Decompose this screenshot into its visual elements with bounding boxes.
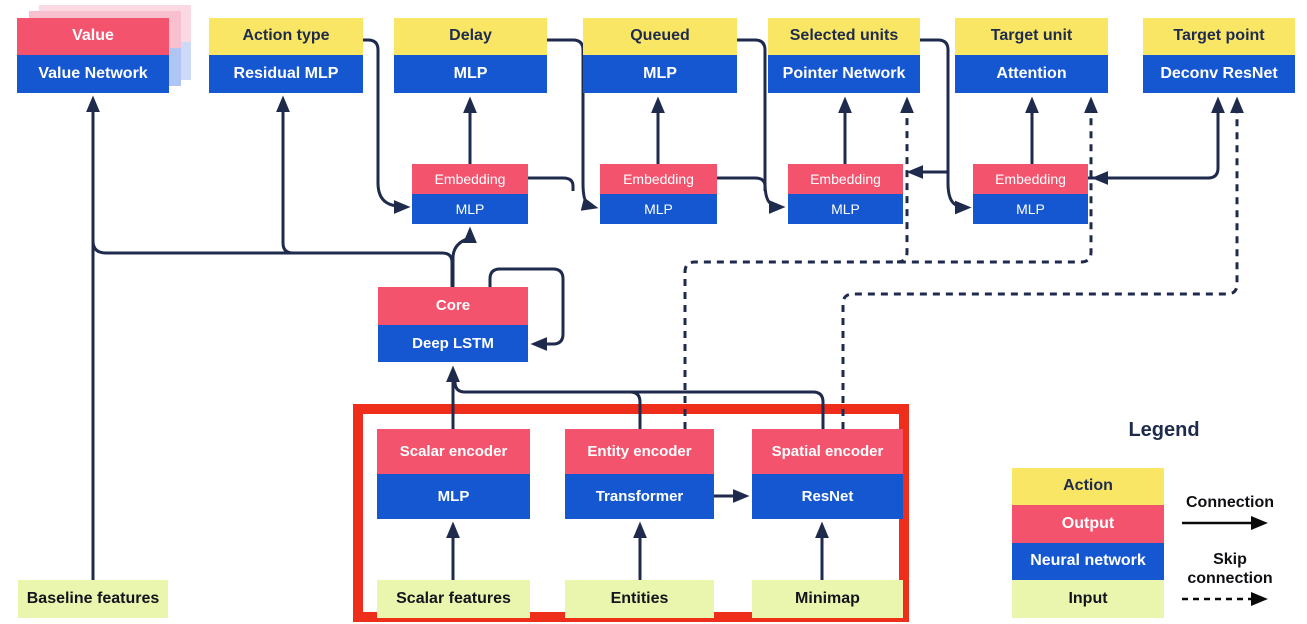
delay-network-label: MLP xyxy=(394,55,547,93)
edge-core-left-rail xyxy=(91,240,454,287)
edge-actiontype-to-embedding1 xyxy=(363,38,411,214)
selected-units-label: Selected units xyxy=(768,18,920,55)
edge-selectedunits-to-embedding4 xyxy=(920,38,972,215)
embedding-1-mlp-label: MLP xyxy=(412,194,528,224)
embedding-4-mlp-label: MLP xyxy=(973,194,1088,224)
legend-title: Legend xyxy=(1128,419,1200,441)
head-target-point: Target point Deconv ResNet xyxy=(1143,18,1295,93)
legend-skip-label-line1: Skip xyxy=(1213,551,1247,568)
edge-delay-to-embedding2 xyxy=(547,38,599,211)
skip-entity-to-attention xyxy=(683,96,1098,429)
spatial-encoder: Spatial encoder ResNet xyxy=(752,429,903,519)
value-network-label: Value Network xyxy=(17,55,169,93)
value-output-label: Value xyxy=(17,18,169,55)
scalar-encoder: Scalar encoder MLP xyxy=(377,429,530,519)
entity-encoder-label: Entity encoder xyxy=(565,429,714,474)
edge-embedding1-out xyxy=(528,176,575,191)
queued-label: Queued xyxy=(583,18,737,55)
embedding-2: Embedding MLP xyxy=(600,164,717,224)
embedding-2-mlp-label: MLP xyxy=(600,194,717,224)
legend-input-swatch: Input xyxy=(1012,580,1164,618)
spatial-encoder-net-label: ResNet xyxy=(752,474,903,519)
input-baseline-features: Baseline features xyxy=(18,580,168,618)
delay-label: Delay xyxy=(394,18,547,55)
input-entities: Entities xyxy=(565,580,714,618)
head-value: Value Value Network xyxy=(17,18,169,93)
entity-encoder-net-label: Transformer xyxy=(565,474,714,519)
target-point-label: Target point xyxy=(1143,18,1295,55)
selected-units-network-label: Pointer Network xyxy=(768,55,920,93)
legend-neural-network-swatch: Neural network xyxy=(1012,543,1164,580)
edge-embedding2-out xyxy=(717,176,767,191)
edge-embedding4-to-deconv xyxy=(1088,96,1225,180)
entity-encoder: Entity encoder Transformer xyxy=(565,429,714,519)
target-point-network-label: Deconv ResNet xyxy=(1143,55,1295,93)
head-delay: Delay MLP xyxy=(394,18,547,93)
legend-connection-label: Connection xyxy=(1186,494,1274,511)
embedding-1: Embedding MLP xyxy=(412,164,528,224)
skip-spatial-to-deconv xyxy=(841,96,1244,429)
legend-action-swatch: Action xyxy=(1012,468,1164,505)
edge-encoder-merge-rail xyxy=(453,381,825,429)
head-queued: Queued MLP xyxy=(583,18,737,93)
core-label: Core xyxy=(378,287,528,325)
legend-swatches: Action Output Neural network Input xyxy=(1012,468,1164,618)
action-type-network-label: Residual MLP xyxy=(209,55,363,93)
embedding-3-mlp-label: MLP xyxy=(788,194,903,224)
target-unit-label: Target unit xyxy=(955,18,1108,55)
action-type-label: Action type xyxy=(209,18,363,55)
head-selected-units: Selected units Pointer Network xyxy=(768,18,920,93)
scalar-encoder-label: Scalar encoder xyxy=(377,429,530,474)
edge-entity-merge-tee xyxy=(629,390,642,429)
embedding-2-label: Embedding xyxy=(600,164,717,194)
scalar-encoder-net-label: MLP xyxy=(377,474,530,519)
embedding-3-label: Embedding xyxy=(788,164,903,194)
head-action-type: Action type Residual MLP xyxy=(209,18,363,93)
legend-skip-label-line2: connection xyxy=(1187,570,1273,587)
spatial-encoder-label: Spatial encoder xyxy=(752,429,903,474)
embedding-4: Embedding MLP xyxy=(973,164,1088,224)
target-unit-network-label: Attention xyxy=(955,55,1108,93)
core: Core Deep LSTM xyxy=(378,287,528,362)
skip-entity-to-pointer xyxy=(896,96,914,264)
head-target-unit: Target unit Attention xyxy=(955,18,1108,93)
edge-rail-to-actiontype xyxy=(276,95,294,255)
edge-core-to-embedding1 xyxy=(451,226,477,287)
legend-output-swatch: Output xyxy=(1012,505,1164,543)
edge-queued-to-embedding3 xyxy=(737,38,786,214)
input-minimap: Minimap xyxy=(752,580,903,618)
core-lstm-label: Deep LSTM xyxy=(378,325,528,362)
edge-core-self-loop xyxy=(488,267,565,351)
embedding-4-label: Embedding xyxy=(973,164,1088,194)
input-scalar-features: Scalar features xyxy=(377,580,530,618)
queued-network-label: MLP xyxy=(583,55,737,93)
embedding-1-label: Embedding xyxy=(412,164,528,194)
embedding-3: Embedding MLP xyxy=(788,164,903,224)
